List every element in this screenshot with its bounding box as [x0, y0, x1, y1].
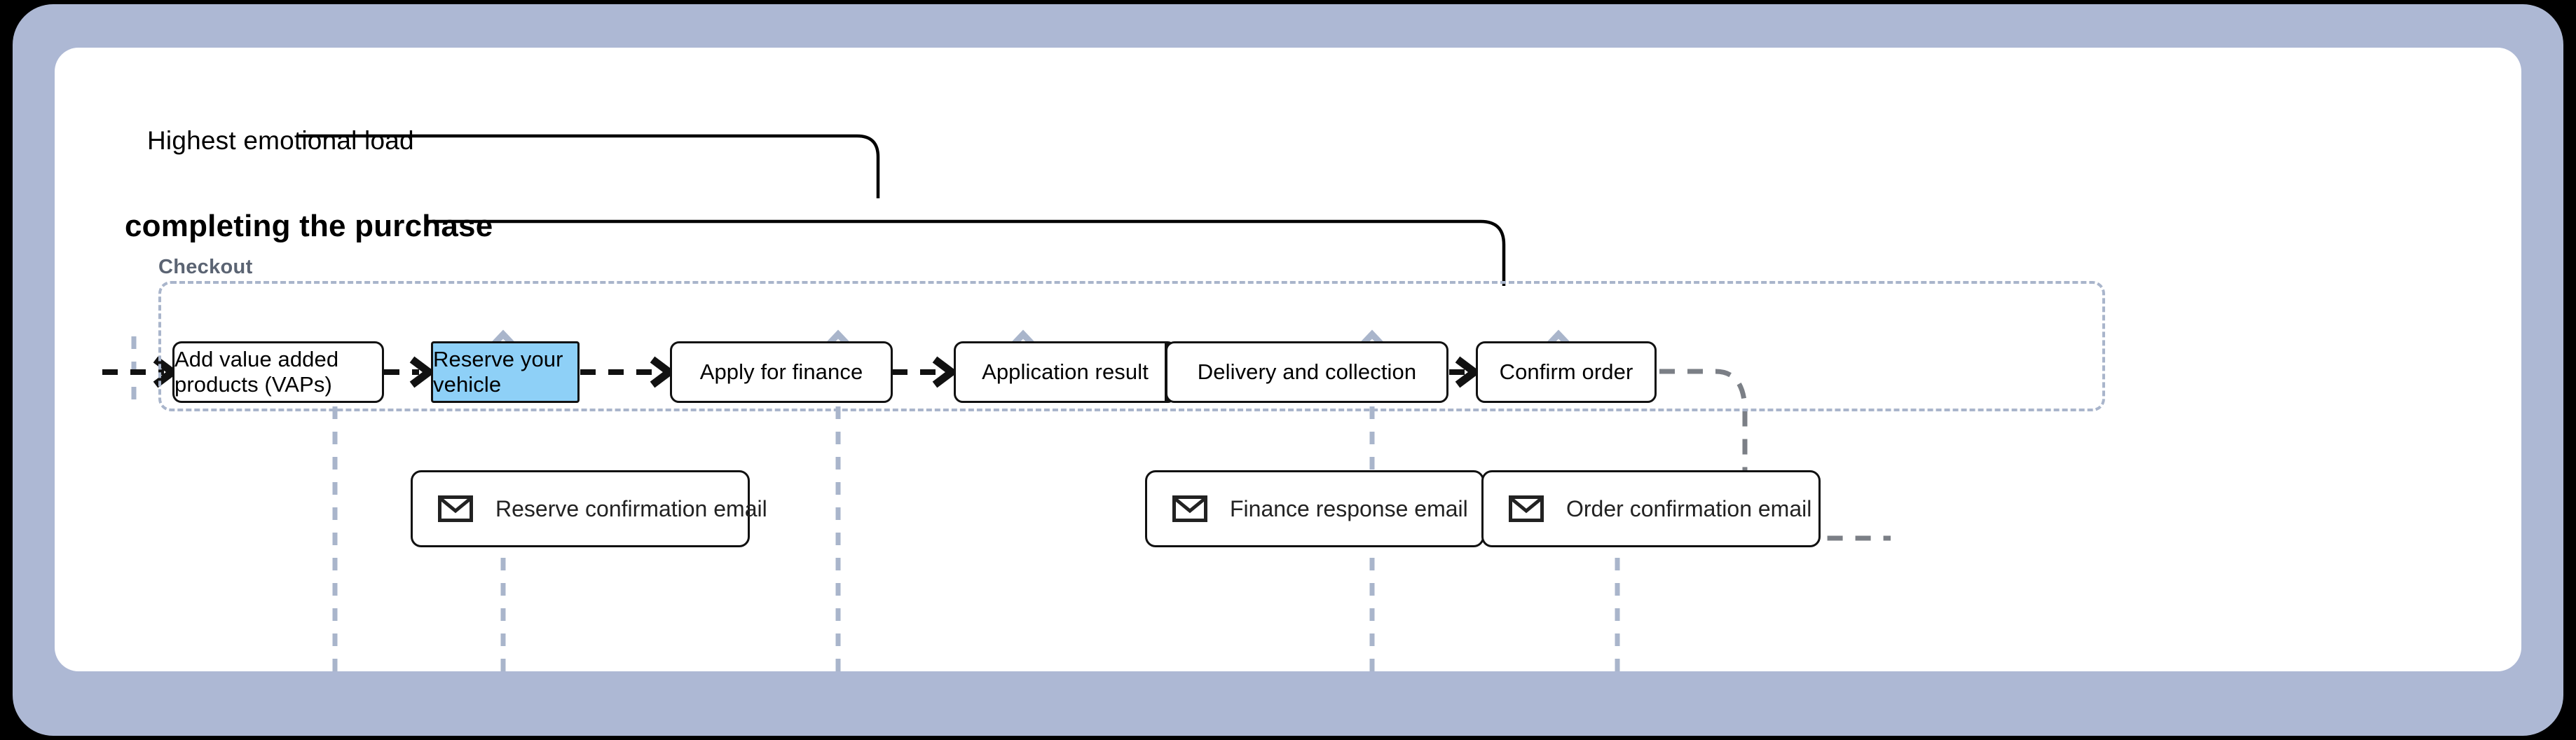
step-label: Apply for finance: [699, 359, 863, 384]
email-box-finance-response[interactable]: Finance response email: [1145, 470, 1484, 547]
checkout-stage-container: [158, 281, 2105, 411]
annotation-completing-the-purchase: completing the purchase: [125, 209, 493, 243]
step-add-value-added-products[interactable]: Add value added products (VAPs): [172, 341, 384, 403]
group-label-checkout: Checkout: [158, 256, 253, 278]
envelope-icon: [438, 495, 473, 522]
step-label: Add value added products (VAPs): [174, 347, 339, 397]
step-label: Reserve your vehicle: [433, 347, 563, 397]
email-label: Order confirmation email: [1566, 495, 1812, 521]
step-label: Application result: [982, 359, 1149, 384]
step-label: Confirm order: [1499, 359, 1633, 384]
diagram-canvas: Highest emotional load completing the pu…: [55, 48, 2521, 671]
envelope-icon: [1509, 495, 1544, 522]
step-apply-for-finance[interactable]: Apply for finance: [670, 341, 893, 403]
envelope-icon: [1172, 495, 1207, 522]
step-application-result[interactable]: Application result: [954, 341, 1177, 403]
step-confirm-order[interactable]: Confirm order: [1476, 341, 1657, 403]
email-box-order-confirmation[interactable]: Order confirmation email: [1481, 470, 1821, 547]
step-reserve-your-vehicle[interactable]: Reserve your vehicle: [431, 341, 580, 403]
email-box-reserve-confirmation[interactable]: Reserve confirmation email: [411, 470, 767, 547]
annotation-highest-emotional-load: Highest emotional load: [147, 126, 414, 155]
step-label: Delivery and collection: [1197, 359, 1417, 384]
email-label: Finance response email: [1230, 495, 1468, 521]
step-delivery-and-collection[interactable]: Delivery and collection: [1165, 341, 1448, 403]
email-label: Reserve confirmation email: [495, 495, 767, 521]
